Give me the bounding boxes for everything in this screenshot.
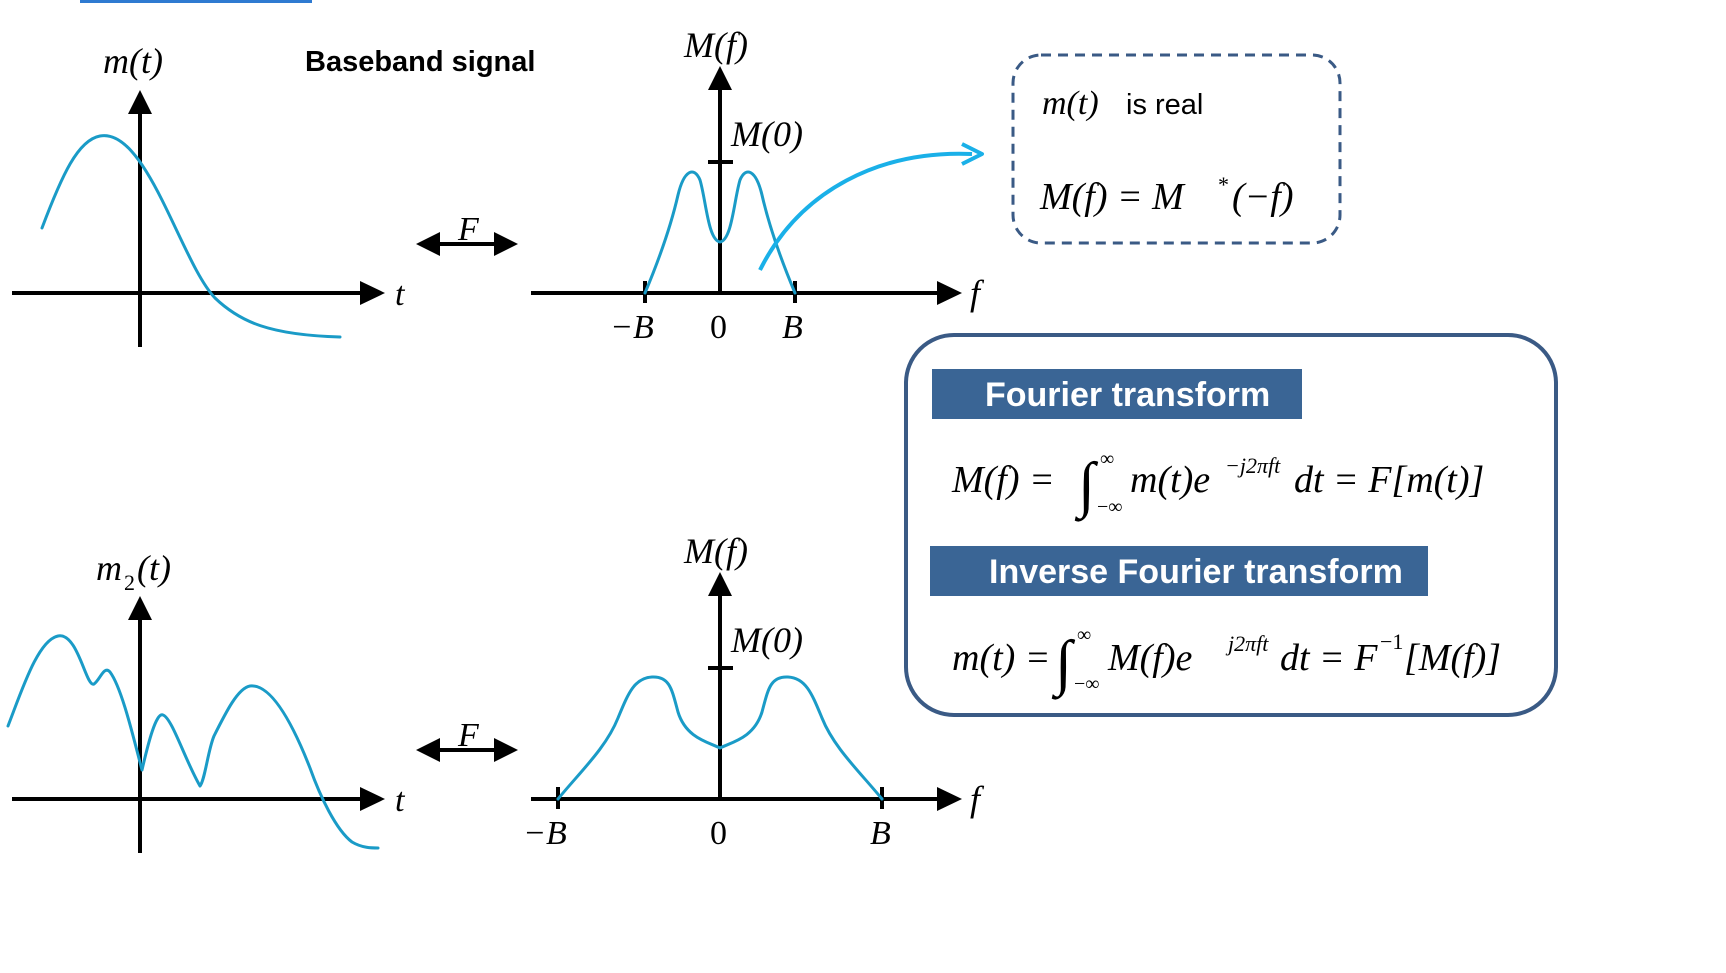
m2t-label-arg: (t) (137, 548, 171, 588)
m2t-label-base: m (96, 548, 122, 588)
ift-header-bg (930, 546, 1428, 596)
ift-integrand: M(f)e (1107, 637, 1193, 679)
note-mt: m(t) (1042, 85, 1099, 122)
m0-label-2: M(0) (730, 620, 803, 660)
ift-exponent: j2πft (1225, 631, 1269, 656)
f2-axis-arrowhead (937, 787, 962, 811)
t2-axis-arrowhead (360, 787, 385, 811)
zero-label: 0 (710, 309, 727, 346)
ift-lower-limit: −∞ (1074, 673, 1100, 695)
spectrum-curve (643, 170, 797, 295)
ft-header-bg (932, 369, 1302, 419)
t2-axis-label: t (395, 782, 406, 819)
t-axis-label: t (395, 276, 406, 313)
mt-label: m(t) (103, 41, 163, 81)
top-transform-pair-arrow: F (416, 211, 518, 256)
real-signal-note-box: m(t) is real M(f) = M * (−f) (1011, 53, 1342, 245)
f2-axis-label: f (970, 779, 985, 819)
ft-lhs: M(f) = (951, 459, 1055, 501)
mf2-axis-arrowhead (708, 572, 732, 596)
neg-b-label-2: −B (523, 815, 567, 852)
symmetry-pointer-arrow (758, 142, 984, 271)
mf2-label: M(f) (683, 531, 748, 571)
m2t-label-sub: 2 (124, 570, 135, 595)
fourier-formula-box: Fourier transform M(f) = ∫ ∞ −∞ m(t)e −j… (904, 333, 1558, 717)
top-time-plot: m(t) t Baseband signal (12, 41, 535, 347)
section-title: Baseband signal (305, 46, 535, 78)
ft-integral: ∫ (1074, 451, 1099, 522)
top-accent-bar (80, 0, 312, 3)
m0-label: M(0) (730, 114, 803, 154)
ft-exponent: −j2πft (1225, 453, 1281, 478)
top-spectrum-plot: M(f) M(0) f −B 0 B (531, 25, 985, 346)
m2t-axis-arrowhead (128, 596, 152, 620)
spectrum-curve-2 (556, 675, 884, 801)
transform-symbol-2: F (457, 717, 480, 754)
mt-axis-arrowhead (128, 90, 152, 114)
note-symmetry-lhs: M(f) = M (1039, 176, 1186, 218)
zero-label-2: 0 (710, 815, 727, 852)
bottom-transform-pair-arrow: F (416, 717, 518, 762)
b-label: B (782, 309, 803, 346)
bottom-spectrum-plot: M(f) M(0) f −B 0 B (523, 531, 985, 852)
ift-rhs-sup: −1 (1380, 629, 1403, 654)
f-axis-arrowhead (937, 281, 962, 305)
transform-symbol: F (457, 211, 480, 248)
baseband-signal-curve (40, 134, 342, 339)
mf-axis-arrowhead (708, 66, 732, 90)
ift-rhs-b: [M(f)] (1404, 637, 1501, 679)
b-label-2: B (870, 815, 891, 852)
neg-b-label: −B (610, 309, 654, 346)
ift-rhs-a: dt = F (1280, 637, 1378, 679)
bottom-time-plot: m 2 (t) t (6, 548, 406, 853)
t-axis-arrowhead (360, 281, 385, 305)
ft-rhs: dt = F[m(t)] (1294, 459, 1484, 501)
note-is-real: is real (1126, 89, 1203, 121)
ft-lower-limit: −∞ (1097, 496, 1123, 518)
mf-label: M(f) (683, 25, 748, 65)
f-axis-label: f (970, 273, 985, 313)
note-symmetry-rhs: (−f) (1232, 176, 1294, 218)
ift-upper-limit: ∞ (1077, 624, 1091, 646)
ft-integrand: m(t)e (1130, 459, 1210, 501)
m2-signal-curve (6, 634, 380, 850)
ift-integral: ∫ (1051, 629, 1076, 700)
note-conjugate-star: * (1218, 172, 1229, 197)
ft-upper-limit: ∞ (1100, 448, 1114, 470)
ift-lhs: m(t) = (952, 637, 1050, 679)
ift-header: Inverse Fourier transform (989, 553, 1403, 591)
ft-header: Fourier transform (985, 376, 1270, 414)
